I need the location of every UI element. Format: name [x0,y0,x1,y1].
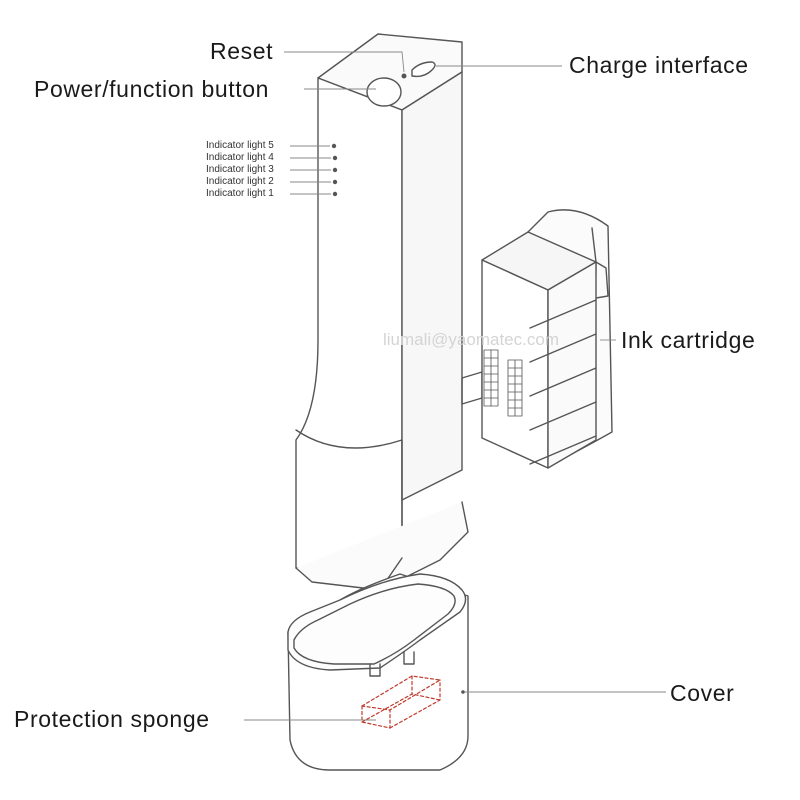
printer-body [295,33,483,591]
power-button-icon [366,77,402,107]
leader-reset [284,51,405,73]
label-indicator-3: Indicator light 3 [206,164,274,175]
label-charge-interface: Charge interface [569,52,749,78]
label-protection-sponge: Protection sponge [14,706,210,732]
charge-port-icon [411,61,436,78]
label-power-button: Power/function button [34,76,270,102]
label-indicator-5: Indicator light 5 [206,140,274,151]
indicator-dots [331,143,338,197]
label-indicator-1: Indicator light 1 [206,188,274,199]
label-indicator-2: Indicator light 2 [206,176,274,187]
label-reset: Reset [210,38,274,64]
label-ink-cartridge: Ink cartridge [621,327,756,353]
label-cover: Cover [670,680,735,706]
label-indicator-4: Indicator light 4 [206,152,274,163]
cover [287,573,469,771]
protection-sponge [361,675,441,729]
ink-cartridge [481,209,613,469]
watermark: liumali@yaomatec.com [383,330,559,349]
reset-hole-icon [401,73,407,79]
